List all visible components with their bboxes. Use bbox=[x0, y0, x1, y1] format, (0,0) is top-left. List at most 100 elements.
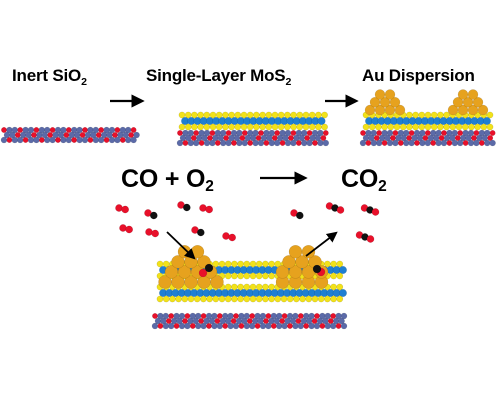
silicon-atom bbox=[194, 322, 202, 330]
mos2-on-sio2-slab bbox=[176, 111, 330, 147]
sulfur-atom bbox=[271, 123, 279, 131]
oxygen-atom bbox=[222, 323, 229, 329]
sulfur-atom bbox=[443, 123, 450, 131]
oxygen-atom bbox=[306, 130, 313, 136]
carbon-atom bbox=[312, 264, 322, 274]
sulfur-atom bbox=[191, 123, 198, 131]
gold-atom bbox=[467, 89, 479, 100]
label-single-layer-mos2: Single-Layer MoS2 bbox=[146, 66, 292, 88]
oxygen-atom bbox=[322, 130, 329, 136]
oxygen-atom bbox=[205, 205, 214, 214]
oxygen-atom bbox=[462, 140, 469, 146]
silicon-atom bbox=[308, 322, 315, 330]
label-inert-sio2: Inert SiO2 bbox=[12, 66, 87, 88]
silicon-atom bbox=[489, 139, 496, 147]
silicon-atom bbox=[313, 322, 321, 330]
molybdenum-atom bbox=[482, 116, 491, 126]
oxygen-atom bbox=[130, 127, 137, 133]
sulfur-atom bbox=[437, 123, 444, 131]
sulfur-atom bbox=[336, 283, 344, 291]
silicon-atom bbox=[184, 322, 191, 330]
silicon-atom bbox=[216, 322, 224, 330]
gold-atom bbox=[384, 89, 396, 100]
sulfur-atom bbox=[315, 123, 322, 131]
oxygen-atom bbox=[336, 206, 345, 214]
silicon-atom bbox=[257, 139, 265, 147]
silicon-atom bbox=[209, 139, 216, 147]
silicon-atom bbox=[322, 139, 330, 147]
sulfur-atom bbox=[184, 123, 192, 131]
label-reactants: CO + O2 bbox=[121, 165, 214, 195]
sulfur-atom bbox=[317, 295, 325, 303]
sulfur-atom bbox=[412, 123, 419, 131]
sulfur-atom bbox=[387, 123, 395, 131]
oxygen-atom bbox=[392, 130, 399, 136]
oxygen-atom bbox=[270, 323, 277, 329]
catalyst-slab bbox=[151, 245, 348, 330]
sulfur-atom bbox=[209, 123, 217, 131]
silicon-atom bbox=[259, 322, 267, 330]
sulfur-atom bbox=[237, 272, 244, 280]
oxygen-atom bbox=[397, 140, 404, 146]
silicon-atom bbox=[338, 317, 345, 325]
silicon-atom bbox=[329, 322, 337, 330]
carbon-atom bbox=[196, 228, 205, 237]
sulfur-atom bbox=[240, 123, 248, 131]
silicon-atom bbox=[297, 322, 305, 330]
silicon-atom bbox=[200, 322, 207, 330]
silicon-atom bbox=[392, 139, 399, 147]
sulfur-atom bbox=[222, 123, 229, 131]
oxygen-atom bbox=[206, 323, 212, 329]
sulfur-atom bbox=[206, 295, 213, 303]
sulfur-atom bbox=[253, 123, 260, 131]
silicon-atom bbox=[317, 139, 324, 147]
silicon-atom bbox=[284, 139, 292, 147]
oxygen-atom bbox=[184, 313, 191, 319]
oxygen-atom bbox=[424, 130, 431, 136]
sulfur-atom bbox=[286, 295, 294, 303]
oxygen-atom bbox=[265, 313, 272, 319]
oxygen-atom bbox=[216, 313, 223, 319]
oxygen-atom bbox=[297, 313, 304, 319]
silicon-atom bbox=[241, 139, 249, 147]
sulfur-atom bbox=[218, 295, 226, 303]
sulfur-atom bbox=[224, 272, 232, 280]
desorption-arrow bbox=[305, 231, 338, 257]
oxygen-atom bbox=[233, 313, 239, 319]
sulfur-atom bbox=[381, 123, 388, 131]
sulfur-atom bbox=[280, 295, 288, 303]
silicon-atom bbox=[49, 136, 56, 144]
oxygen-atom bbox=[177, 130, 183, 136]
oxygen-atom bbox=[249, 313, 256, 319]
silicon-atom bbox=[300, 139, 308, 147]
sulfur-atom bbox=[406, 123, 413, 131]
sulfur-atom bbox=[255, 295, 263, 303]
sulfur-atom bbox=[224, 295, 232, 303]
oxygen-atom bbox=[151, 229, 160, 238]
oxygen-atom bbox=[303, 323, 310, 329]
silicon-atom bbox=[92, 136, 100, 144]
oxygen-atom bbox=[489, 130, 496, 136]
sulfur-atom bbox=[321, 111, 328, 119]
oxygen-atom bbox=[231, 140, 237, 146]
silicon-atom bbox=[456, 139, 464, 147]
sulfur-atom bbox=[231, 272, 238, 280]
sulfur-atom bbox=[262, 272, 269, 280]
sulfur-atom bbox=[368, 123, 376, 131]
silicon-atom bbox=[306, 139, 313, 147]
oxygen-atom bbox=[290, 130, 297, 136]
carbon-atom bbox=[149, 211, 158, 220]
silicon-atom bbox=[340, 322, 348, 330]
sulfur-atom bbox=[187, 295, 195, 303]
silicon-atom bbox=[178, 322, 186, 330]
silicon-atom bbox=[232, 322, 240, 330]
oxygen-atom bbox=[330, 313, 337, 319]
molybdenum-atom bbox=[317, 116, 326, 126]
process-arrows bbox=[110, 94, 359, 260]
oxygen-atom bbox=[319, 323, 326, 329]
sulfur-atom bbox=[222, 111, 229, 119]
silicon-atom bbox=[435, 139, 442, 147]
oxygen-atom bbox=[82, 127, 88, 133]
sulfur-atom bbox=[259, 123, 266, 131]
silicon-atom bbox=[219, 139, 227, 147]
